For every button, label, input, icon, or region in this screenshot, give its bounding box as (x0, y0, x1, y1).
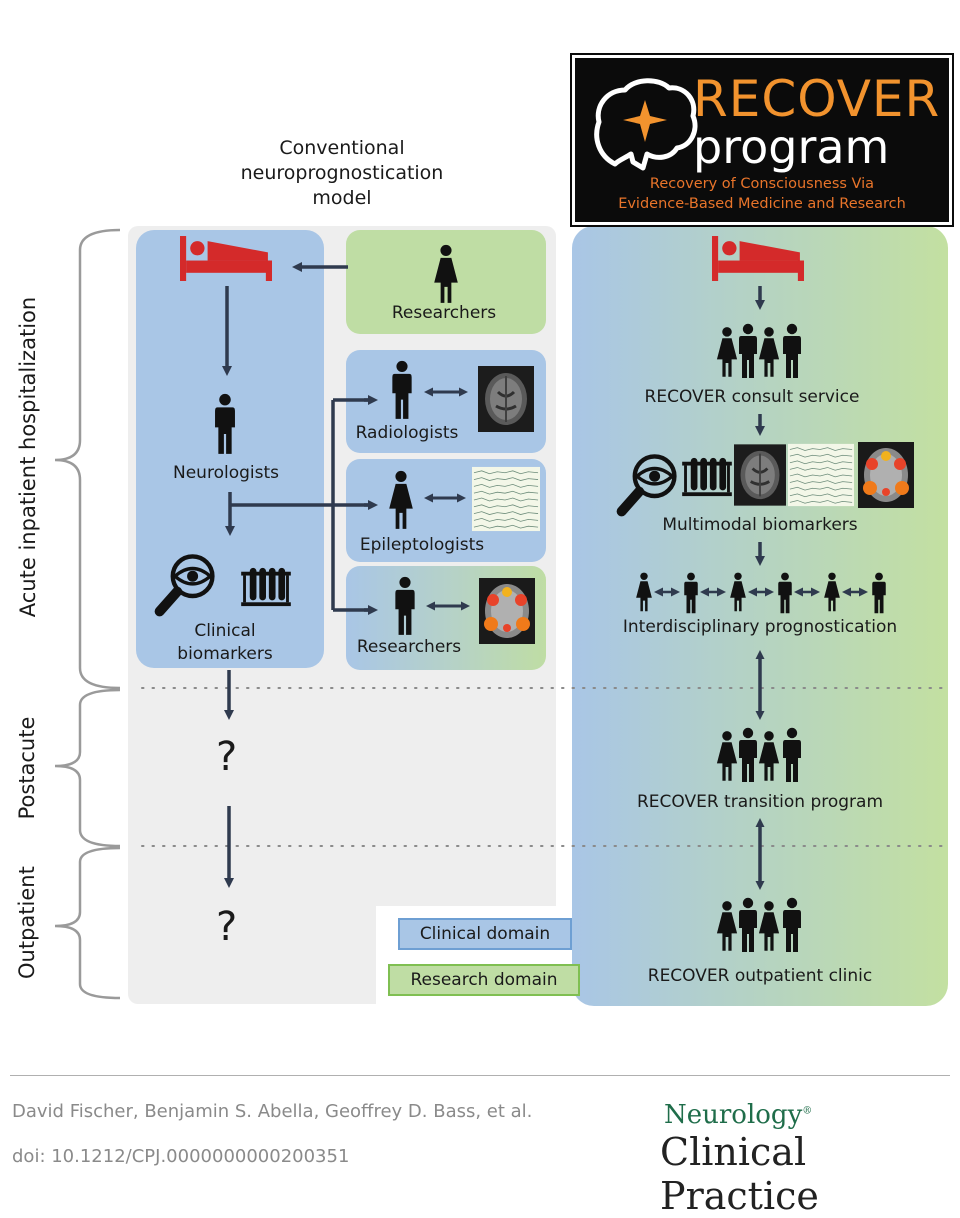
arrow-branches (230, 398, 370, 612)
epileptologists-label: Epileptologists (359, 535, 485, 555)
hospital-bed-icon (180, 236, 272, 281)
clinical-biomarkers-line-2: biomarkers (177, 644, 273, 664)
epileptologist-icon (389, 470, 413, 529)
legend-clinical-domain: Clinical domain (398, 918, 572, 950)
clinical-biomarkers-line-1: Clinical (194, 621, 256, 641)
mri-scan-image (478, 366, 534, 432)
consult-team-icon (717, 324, 801, 378)
title-line-2: neuroprognostication (240, 162, 444, 184)
phase-brackets (54, 228, 121, 1000)
neurologist-icon (215, 393, 235, 454)
journal-registered-mark: ® (802, 1105, 813, 1117)
recover-magnifier-eye-icon (622, 456, 675, 511)
multimodal-biomarkers-label: Multimodal biomarkers (662, 515, 858, 535)
interdisciplinary-label: Interdisciplinary prognostication (622, 617, 898, 637)
recover-eeg-image (788, 443, 854, 507)
team-member-3-icon (730, 572, 746, 612)
bracket-outpatient (54, 846, 121, 1000)
team-member-6-icon (872, 572, 886, 614)
researchers-top-label: Researchers (391, 303, 497, 323)
recover-logo: RECOVER program Recovery of Consciousnes… (570, 53, 954, 227)
pet-scan-image (479, 578, 535, 644)
logo-subtitle-1: Recovery of Consciousness Via (649, 176, 875, 192)
researcher-man-icon (395, 576, 415, 635)
logo-subtitle-2: Evidence-Based Medicine and Research (618, 196, 906, 212)
recover-mri-image (734, 442, 786, 508)
footer-doi: doi: 10.1212/CPJ.0000000000200351 (12, 1146, 350, 1167)
consult-service-label: RECOVER consult service (644, 387, 860, 407)
title-line-3: model (312, 187, 372, 209)
test-tubes-icon (241, 567, 291, 607)
radiologist-icon (392, 360, 412, 419)
brain-star-icon (594, 78, 698, 171)
transition-team-icon (717, 728, 801, 782)
recover-pet-image (858, 442, 914, 508)
magnifier-eye-icon (160, 556, 213, 611)
team-member-2-icon (684, 572, 698, 614)
researcher-woman-icon (434, 244, 458, 303)
team-member-5-icon (824, 572, 840, 612)
team-member-4-icon (778, 572, 792, 614)
researchers-bottom-label: Researchers (356, 637, 462, 657)
bracket-postacute (54, 688, 121, 848)
neurologists-label: Neurologists (173, 463, 279, 483)
postacute-unknown: ? (216, 734, 238, 780)
outpatient-unknown: ? (216, 904, 238, 950)
recover-arrows (654, 286, 868, 890)
transition-program-label: RECOVER transition program (636, 792, 884, 812)
phase-dividers (141, 687, 946, 847)
team-member-1-icon (636, 572, 652, 612)
logo-recover-text: RECOVER (693, 70, 941, 128)
recover-hospital-bed-icon (712, 236, 804, 281)
eeg-trace-image (472, 466, 540, 532)
footer-authors: David Fischer, Benjamin S. Abella, Geoff… (12, 1101, 533, 1122)
journal-name: Neurology (664, 1100, 803, 1130)
logo-program-text: program (693, 120, 890, 174)
journal-logo-line-1: Neurology® (664, 1100, 812, 1130)
radiologists-label: Radiologists (355, 423, 459, 443)
recover-test-tubes-icon (682, 457, 732, 497)
outpatient-team-icon (717, 898, 801, 952)
legend-research-domain: Research domain (388, 964, 580, 996)
footer-divider (10, 1075, 950, 1076)
outpatient-clinic-label: RECOVER outpatient clinic (647, 966, 873, 986)
conventional-arrows (222, 262, 470, 888)
conventional-model-title: Conventional neuroprognostication model (241, 136, 444, 211)
clinical-biomarkers-label: Clinical biomarkers (177, 620, 272, 666)
title-line-1: Conventional (279, 137, 405, 159)
bracket-acute (54, 228, 121, 690)
